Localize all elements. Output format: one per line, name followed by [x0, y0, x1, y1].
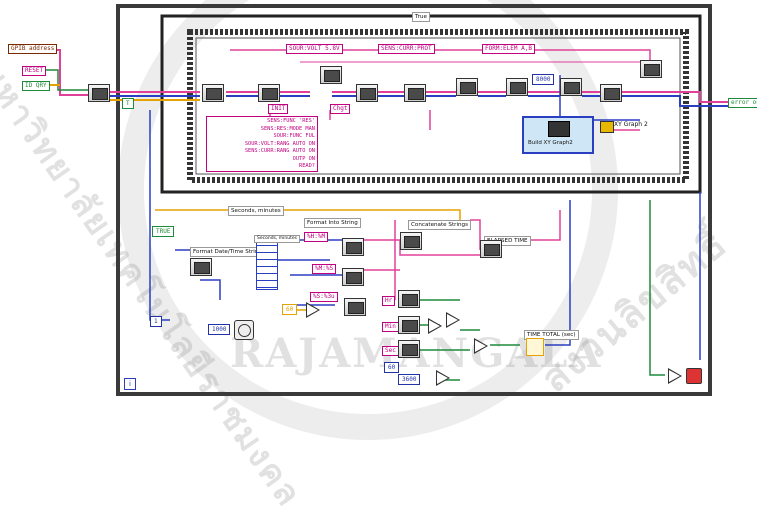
command-line: SENS:CURR:RANG AUTO ON — [209, 148, 315, 156]
format-const-1: %H:%M — [304, 232, 328, 242]
stop-button[interactable] — [686, 368, 702, 384]
visa-initialize-node[interactable] — [88, 84, 110, 102]
concatenate-node[interactable] — [400, 232, 422, 250]
stop-compare-node[interactable] — [668, 368, 682, 384]
build-array-node[interactable] — [640, 60, 662, 78]
command-line: SENS:RES:MODE MAN — [209, 126, 315, 134]
const-3600: 3600 — [398, 374, 420, 385]
time-total-indicator[interactable] — [526, 338, 544, 356]
command-block: SENS:FUNC 'RES' SENS:RES:MODE MAN SOUR:F… — [206, 116, 318, 172]
unit-const-sec: Sec — [382, 346, 399, 356]
visa-read-node[interactable] — [456, 78, 478, 96]
format-const-3: %S:%3u — [310, 292, 338, 302]
unit-const-hr: Hr — [382, 296, 395, 306]
string-const-1: INIT — [268, 104, 288, 114]
command-line: OUTP ON — [209, 156, 315, 164]
id-query-control[interactable]: ID QRY — [22, 81, 50, 91]
visa-close-node[interactable] — [600, 84, 622, 102]
visa-write-node-7[interactable] — [560, 78, 582, 96]
command-line: SENS:FUNC 'RES' — [209, 118, 315, 126]
sour-volt-label: SOUR:VOLT 5.8V — [286, 44, 343, 54]
visa-write-node-5[interactable] — [404, 84, 426, 102]
format-into-string-label: Format Into String — [304, 218, 361, 228]
command-line: SOUR:FUNC FUL — [209, 133, 315, 141]
command-line: SOUR:VOLT:RANG AUTO ON — [209, 141, 315, 149]
visa-resource-control[interactable]: GPIB address — [8, 44, 57, 54]
command-line: READ? — [209, 163, 315, 171]
wait-timer-icon — [234, 320, 254, 340]
unit-const-min: Min — [382, 322, 399, 332]
format-node-3[interactable] — [344, 298, 366, 316]
xy-graph-indicator-icon[interactable] — [600, 121, 614, 133]
unbundle-label: Seconds, minutes — [254, 235, 300, 243]
wait-ms-constant: 1000 — [208, 324, 230, 335]
form-elem-label: FORM:ELEM A,B — [482, 44, 535, 54]
divide-const-60: 60 — [282, 304, 297, 315]
format-date-time-label: Format Date/Time String — [190, 247, 265, 257]
outer-loop-frame — [118, 6, 710, 394]
visa-write-node-1[interactable] — [202, 84, 224, 102]
bool-true-constant: TRUE — [152, 226, 174, 237]
seconds-minutes-label: Seconds, minutes — [228, 206, 284, 216]
visa-write-node-3[interactable] — [320, 66, 342, 84]
multiply-node-2[interactable] — [446, 312, 460, 328]
visa-write-node-4[interactable] — [356, 84, 378, 102]
loop-iteration-terminal: i — [124, 378, 136, 390]
format-node-2[interactable] — [342, 268, 364, 286]
build-xy-graph-node[interactable]: Build XY Graph2 — [522, 116, 594, 154]
reset-control[interactable]: RESET — [22, 66, 46, 76]
multiply-node-1[interactable] — [428, 318, 442, 334]
to-number-node-1[interactable] — [398, 290, 420, 308]
sens-curr-label: SENS:CURR:PROT — [378, 44, 435, 54]
const-60: 60 — [384, 362, 399, 373]
loop-control-constant: T — [122, 98, 134, 109]
concatenate-label: Concatenate Strings — [408, 220, 471, 230]
to-number-node-3[interactable] — [398, 340, 420, 358]
to-number-node-2[interactable] — [398, 316, 420, 334]
add-node-2[interactable] — [436, 370, 450, 386]
format-node-1[interactable] — [342, 238, 364, 256]
case-selector[interactable]: True — [412, 12, 430, 22]
numeric-const-8000: 8000 — [532, 74, 554, 85]
add-node-1[interactable] — [474, 338, 488, 354]
visa-write-node-2[interactable] — [258, 84, 280, 102]
elapsed-time-node[interactable] — [480, 240, 502, 258]
build-xy-graph-label: Build XY Graph2 — [528, 140, 573, 146]
visa-write-node-6[interactable] — [506, 78, 528, 96]
error-out-indicator[interactable]: error out — [728, 98, 757, 108]
iteration-const-1: 1 — [150, 316, 162, 327]
get-date-time-node[interactable] — [190, 258, 212, 276]
xy-graph-indicator-label: XY Graph 2 — [614, 121, 648, 128]
unbundle-node[interactable] — [256, 238, 278, 290]
string-const-2: Chgt — [330, 104, 350, 114]
graph-icon — [548, 121, 570, 137]
format-const-2: %M:%S — [312, 264, 336, 274]
increment-node[interactable] — [306, 302, 320, 318]
